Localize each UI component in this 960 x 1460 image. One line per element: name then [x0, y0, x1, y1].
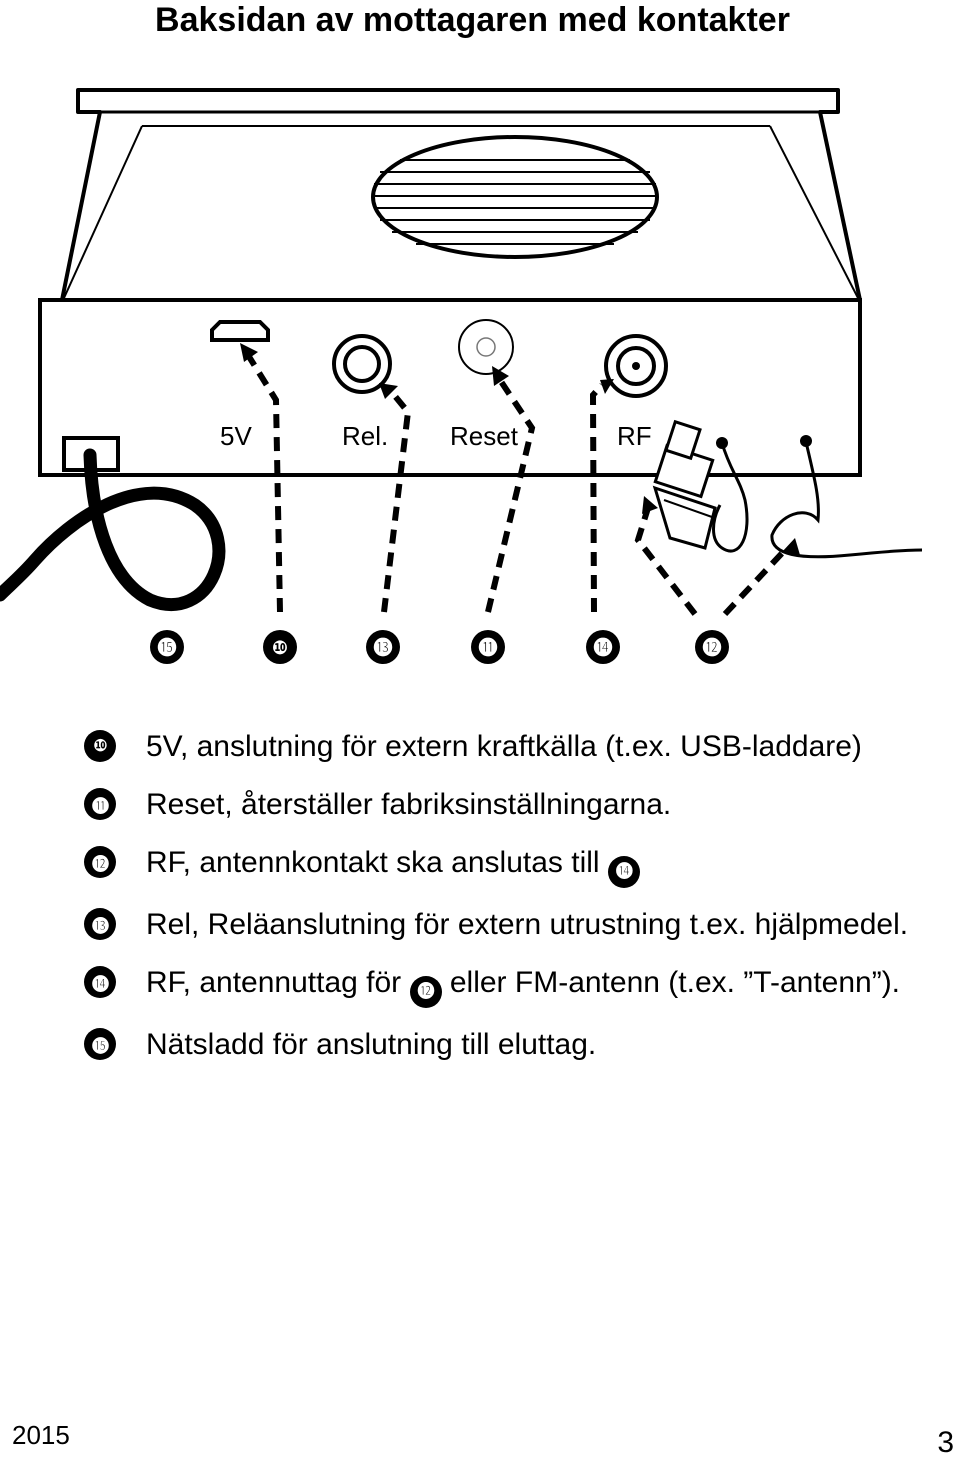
label-reset: Reset: [450, 421, 519, 451]
legend-number: ❿: [84, 730, 116, 762]
pointer-12a: [634, 507, 698, 616]
svg-text:⓭: ⓭: [373, 637, 392, 659]
legend-number: ⓬: [84, 846, 116, 878]
legend-ref-badge: ⓬: [409, 976, 442, 1008]
antenna-wire: [712, 442, 749, 553]
page-number: 3: [937, 1426, 954, 1459]
pointer-14: [589, 382, 605, 613]
legend-number: ⓯: [84, 1028, 116, 1060]
legend-text-before: RF, antennkontakt ska anslutas till: [146, 846, 600, 879]
legend-text-before: RF, antennuttag för: [146, 966, 402, 999]
pointer-10: [245, 353, 283, 613]
legend-item: ❿ 5V, anslutning för extern kraftkälla (…: [84, 726, 924, 768]
rf-socket: [604, 334, 668, 398]
legend-item: ⓯ Nätsladd för anslutning till eluttag.: [84, 1024, 924, 1066]
label-rel: Rel.: [342, 421, 388, 451]
legend-item: ⓮ RF, antennuttag för ⓬ eller FM-antenn …: [84, 962, 924, 1008]
legend-text: Rel, Reläanslutning för extern utrustnin…: [146, 908, 909, 941]
legend-text: RF, antennuttag för ⓬ eller FM-antenn (t…: [146, 962, 900, 1008]
svg-text:⓬: ⓬: [702, 637, 721, 659]
footer-year: 2015: [12, 1420, 70, 1450]
pointer-13: [381, 388, 412, 613]
legend-number: ⓭: [84, 908, 116, 940]
power-cord: [0, 448, 226, 611]
svg-text:⓮: ⓮: [593, 636, 612, 659]
legend-text-after: eller FM-antenn (t.ex. ”T-antenn”).: [449, 966, 901, 999]
usb-5v-port: [210, 320, 270, 342]
label-rf: RF: [617, 421, 652, 451]
speaker-grille: [371, 135, 659, 259]
legend-text: 5V, anslutning för extern kraftkälla (t.…: [146, 730, 862, 763]
callout-15: ⓯: [150, 630, 184, 664]
callout-11: ⓫: [471, 630, 505, 664]
svg-text:⓫: ⓫: [478, 636, 497, 659]
legend-number: ⓮: [84, 966, 116, 998]
callout-12: ⓬: [695, 630, 729, 664]
legend-ref-badge: ⓮: [607, 856, 640, 888]
legend-item: ⓫ Reset, återställer fabriksinställninga…: [84, 784, 924, 826]
legend-number: ⓫: [84, 788, 116, 820]
page-title: Baksidan av mottagaren med kontakter: [155, 1, 790, 39]
callout-10: ❿: [263, 630, 297, 664]
antenna-wire-right: [770, 441, 923, 559]
svg-text:❿: ❿: [272, 637, 288, 659]
legend-item: ⓬ RF, antennkontakt ska anslutas till ⓮: [84, 842, 924, 888]
antenna-plug: [652, 419, 717, 550]
relay-jack: [332, 334, 392, 394]
legend-text: Reset, återställer fabriksinställningarn…: [146, 788, 672, 821]
label-5v: 5V: [220, 421, 252, 451]
callout-14: ⓮: [586, 630, 620, 664]
legend-item: ⓭ Rel, Reläanslutning för extern utrustn…: [84, 904, 924, 946]
legend-text: Nätsladd för anslutning till eluttag.: [146, 1028, 597, 1061]
legend-text: RF, antennkontakt ska anslutas till ⓮: [146, 842, 640, 888]
pointer-11: [485, 375, 536, 613]
pointer-12b: [722, 547, 788, 617]
svg-text:⓯: ⓯: [157, 636, 176, 659]
legend: ❿ 5V, anslutning för extern kraftkälla (…: [84, 726, 924, 1082]
reset-button: [458, 319, 514, 375]
receiver-back-diagram: 5V Rel. Reset RF ⓯ ❿: [0, 88, 923, 664]
callout-13: ⓭: [366, 630, 400, 664]
